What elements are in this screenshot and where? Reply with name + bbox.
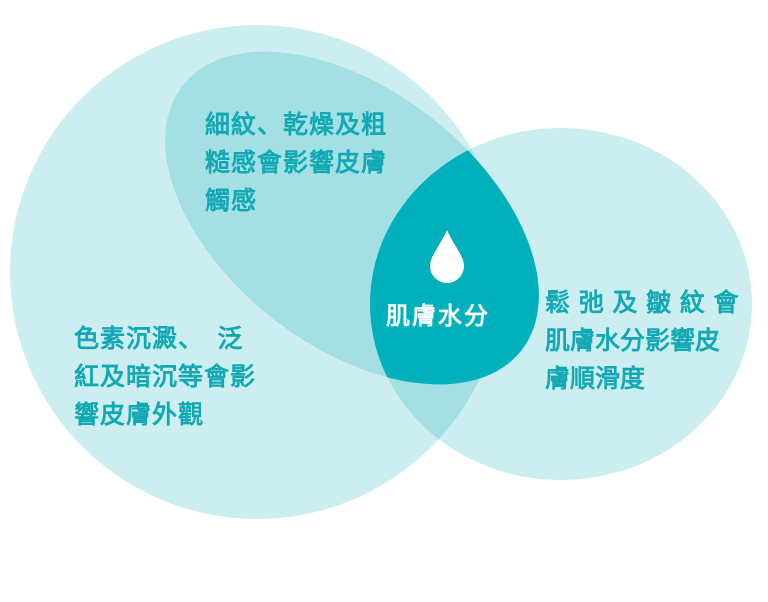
label-line: 響皮膚外觀 — [74, 400, 205, 429]
label-line: 細紋、乾燥及粗 — [205, 110, 388, 139]
label-line: 膚順滑度 — [545, 364, 646, 393]
water-drop-icon — [430, 230, 464, 283]
label-line: 紅及暗沉等會影 — [74, 362, 257, 391]
label-line: 肌膚水分影響皮 — [545, 326, 721, 355]
label-line: 糙感會影響皮膚 — [205, 148, 388, 177]
label-appearance: 色素沉澱、 泛 紅及暗沉等會影 響皮膚外觀 — [74, 320, 256, 434]
label-line: 鬆 弛 及 皺 紋 會 — [545, 288, 739, 317]
label-line: 色素沉澱、 泛 — [74, 324, 244, 353]
label-line: 觸感 — [205, 186, 258, 215]
center-label: 肌膚水分 — [386, 302, 490, 330]
label-texture: 細紋、乾燥及粗 糙感會影響皮膚 觸感 — [205, 106, 387, 220]
label-smoothness: 鬆 弛 及 皺 紋 會 肌膚水分影響皮 膚順滑度 — [545, 284, 739, 398]
